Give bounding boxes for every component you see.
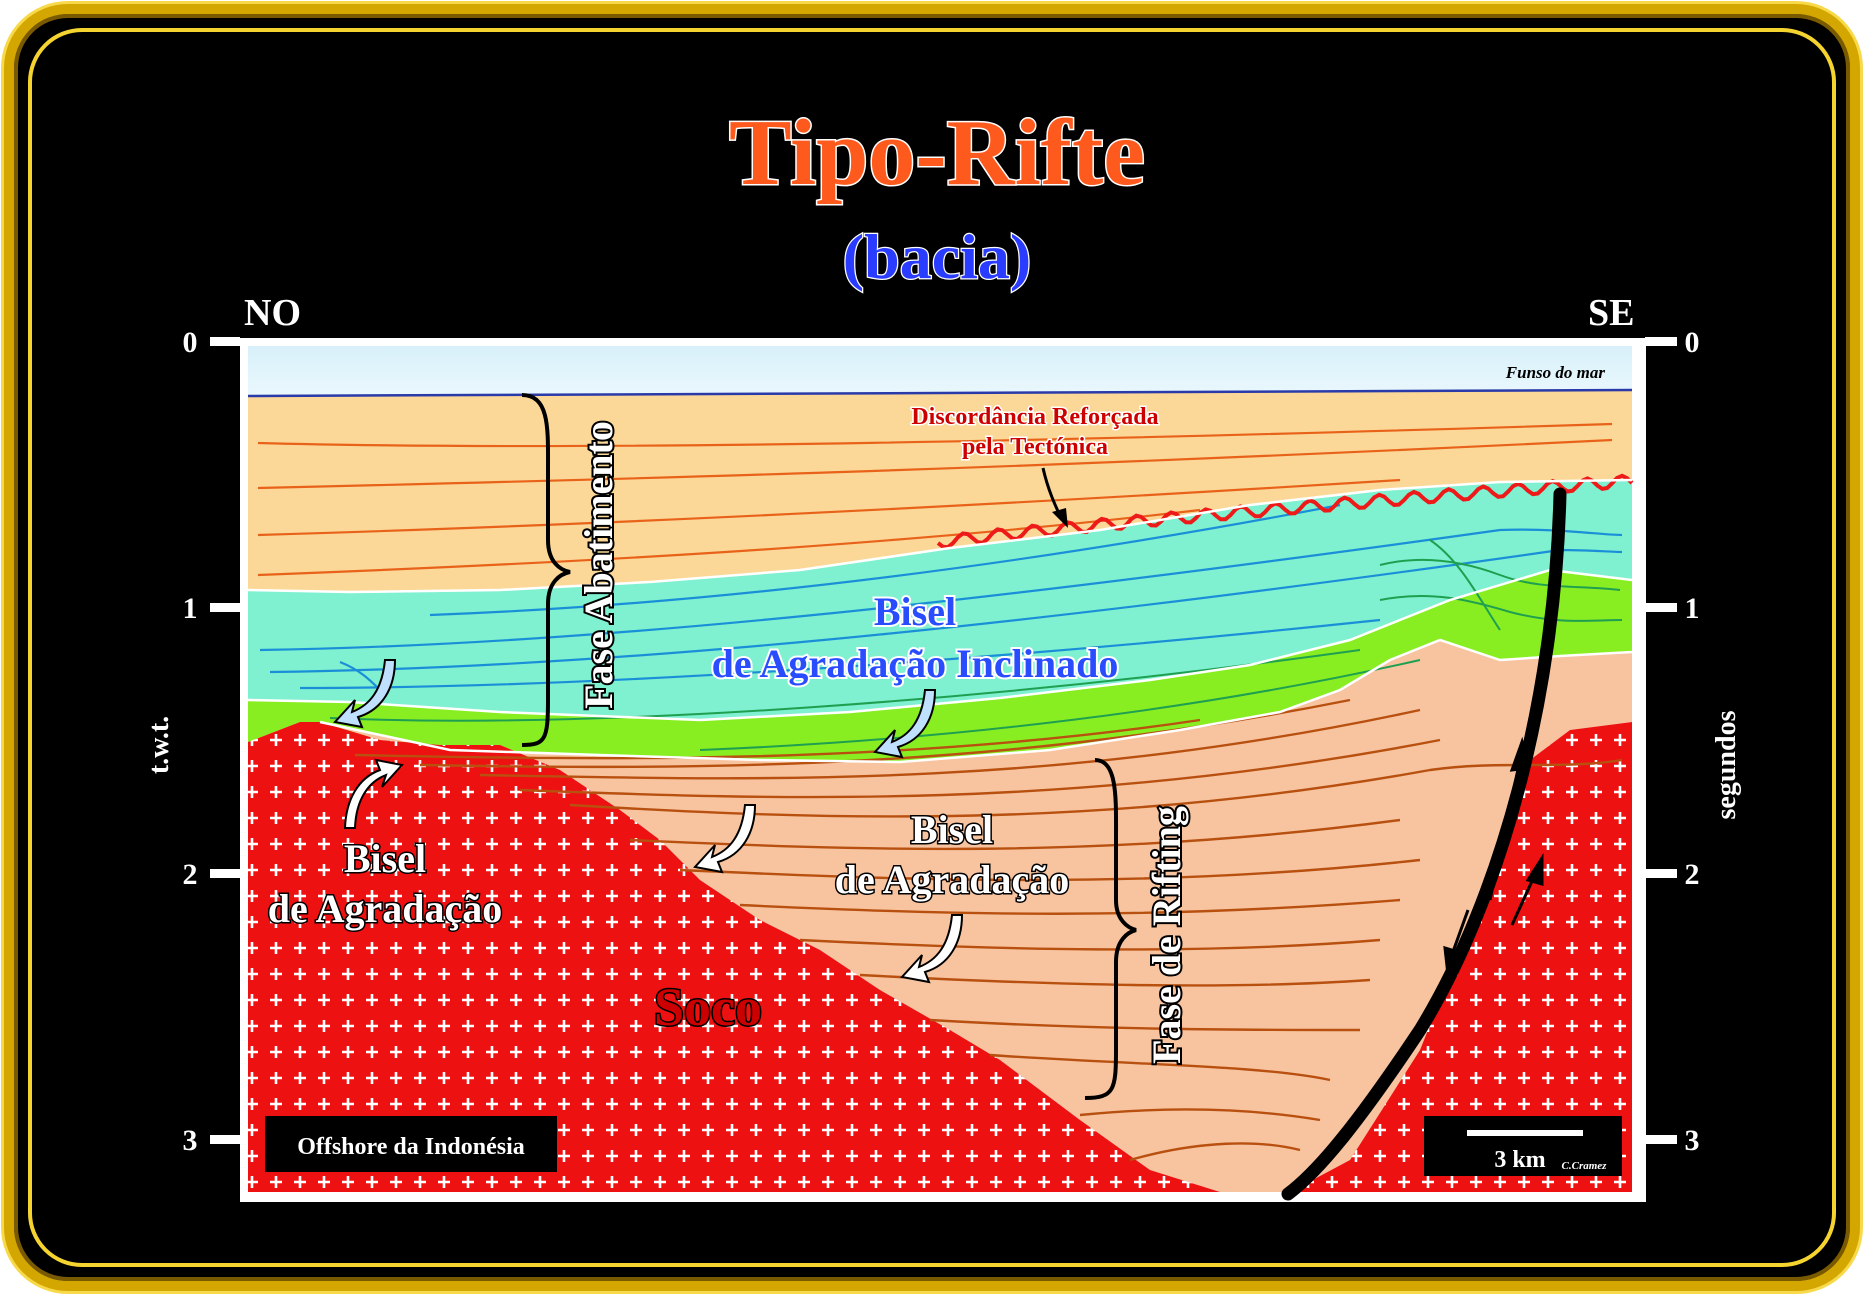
post-rift-upper-unit xyxy=(248,390,1632,592)
tick-left-3: 3 xyxy=(183,1124,198,1157)
geologic-section xyxy=(247,346,1634,1201)
water-column xyxy=(248,346,1632,396)
left-axis-label: t.w.t. xyxy=(144,716,175,774)
bisel-center-label-line1: Bisel xyxy=(911,807,993,852)
arrow-cyan-left xyxy=(333,659,397,729)
basement-label: Soco xyxy=(654,977,762,1037)
arrow-center-lower xyxy=(900,914,964,984)
master-fault xyxy=(1281,487,1567,1201)
location-box xyxy=(265,1116,557,1172)
fase-rifting-label: Fase de Rifting xyxy=(1144,806,1189,1064)
slide-frame-inner-border xyxy=(28,28,1836,1267)
unit-boundaries xyxy=(247,478,1633,764)
bisel-left-label-line1: Bisel xyxy=(344,836,426,881)
scale-box xyxy=(1424,1116,1622,1176)
unconformity-pointer xyxy=(1041,467,1068,528)
tick-left-1: 1 xyxy=(183,592,198,625)
scale-label: 3 km xyxy=(1494,1147,1545,1173)
tick-left-0: 0 xyxy=(183,326,198,359)
brace-fase-rifting xyxy=(1084,758,1137,1100)
slide-subtitle: (bacia) xyxy=(843,221,1031,292)
post-rift-green-reflectors xyxy=(329,539,1623,751)
onlap-arrows xyxy=(333,659,964,984)
post-rift-cyan-unit xyxy=(248,480,1632,720)
fault-arrows xyxy=(1443,736,1544,981)
left-axis: 0 1 2 3 t.w.t. xyxy=(144,326,240,1157)
bisel-inclinado-label-line2: de Agradação Inclinado xyxy=(712,641,1119,686)
post-rift-green-unit xyxy=(248,570,1632,762)
tick-right-2: 2 xyxy=(1685,858,1700,891)
scale-bar xyxy=(1467,1130,1583,1136)
tick-right-0: 0 xyxy=(1685,326,1700,359)
tick-right-3: 3 xyxy=(1685,1124,1700,1157)
fase-abatimento-label: Fase Abatimento xyxy=(576,421,621,709)
bisel-center-label-line2: de Agradação xyxy=(835,857,1069,902)
direction-right: SE xyxy=(1588,292,1634,334)
bisel-inclinado-label-line1: Bisel xyxy=(874,589,956,634)
unconformity-label-line1: Discordância Reforçada xyxy=(911,404,1158,430)
tick-left-2: 2 xyxy=(183,858,198,891)
arrow-center-left xyxy=(693,804,757,874)
slide-title: Tipo-Rifte xyxy=(729,101,1145,205)
right-axis-label: segundos xyxy=(1711,710,1742,819)
unconformity-label-line2: pela Tectónica xyxy=(962,434,1108,460)
bisel-left-label-line2: de Agradação xyxy=(268,886,502,931)
brace-fase-abatimento xyxy=(521,393,571,747)
author-credit: C.Cramez xyxy=(1562,1160,1608,1172)
sea-floor-label: Funso do mar xyxy=(1505,363,1606,382)
unconformity-line xyxy=(936,473,1634,550)
right-axis: 0 1 2 3 segundos xyxy=(1645,326,1742,1157)
arrow-green-center xyxy=(873,689,937,759)
location-label: Offshore da Indonésia xyxy=(297,1134,525,1160)
direction-left: NO xyxy=(244,292,301,334)
arrow-left-up xyxy=(343,758,404,829)
basement-unit xyxy=(248,722,1632,1192)
tick-right-1: 1 xyxy=(1685,592,1700,625)
